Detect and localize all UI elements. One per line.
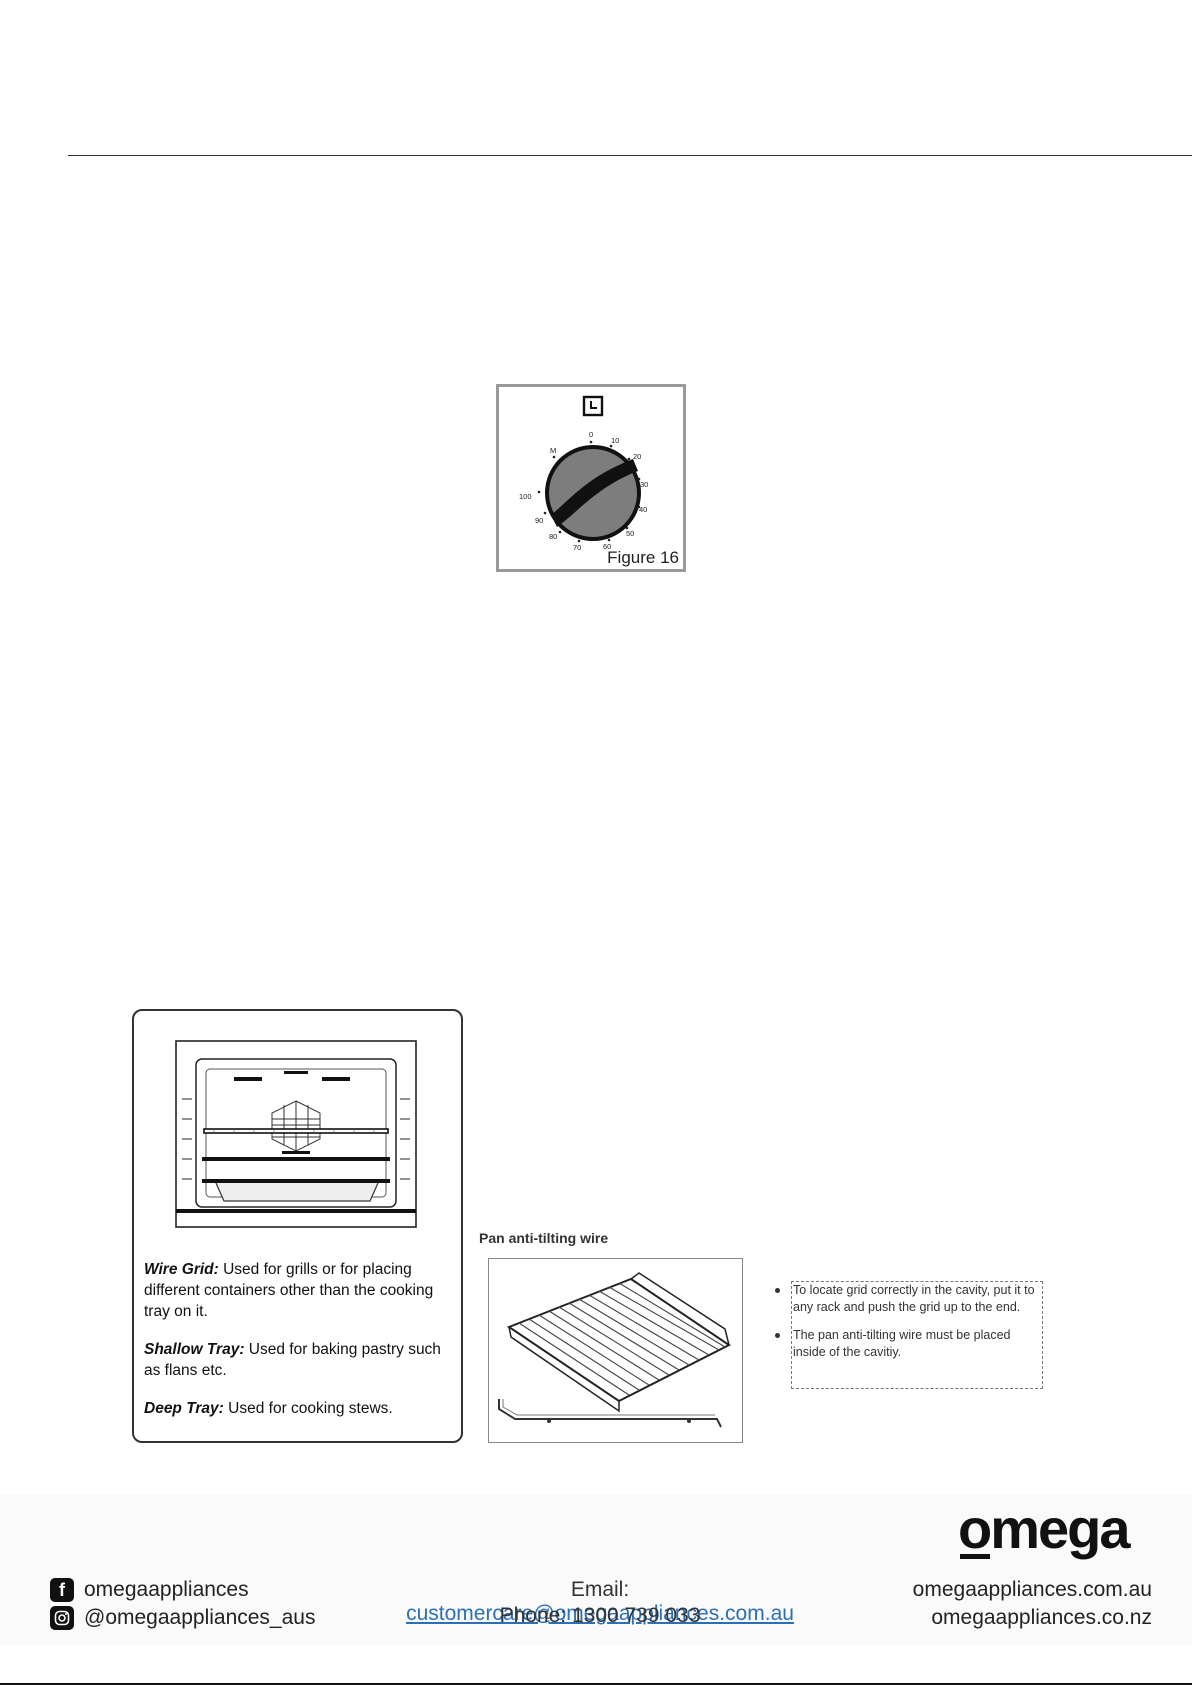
bullet-icon xyxy=(775,1333,780,1338)
timer-knob xyxy=(545,445,641,541)
facebook-icon: f xyxy=(50,1578,74,1602)
oven-cavity-drawing xyxy=(175,1040,417,1228)
instagram-handle: @omegaappliances_aus xyxy=(84,1606,316,1629)
wire-grid-term: Wire Grid: xyxy=(144,1261,219,1278)
shallow-tray-description: Shallow Tray: Used for baking pastry suc… xyxy=(144,1341,441,1379)
wire-grid-drawing xyxy=(498,1272,731,1428)
header-rule xyxy=(68,155,1192,156)
contact-email: Email: customercare@omegaappliances.com.… xyxy=(380,1578,820,1626)
timer-figure: 0 10 20 30 40 50 60 70 80 90 100 M Figur… xyxy=(496,384,686,572)
wire-grid-description: Wire Grid: Used for grills or for placin… xyxy=(144,1261,434,1320)
bottom-rule xyxy=(0,1683,1192,1685)
clock-icon xyxy=(582,395,604,417)
email-link[interactable]: customercare@omegaappliances.com.au xyxy=(406,1602,794,1625)
dial-label-70: 70 xyxy=(573,543,581,552)
website-au-link[interactable]: omegaappliances.com.au xyxy=(912,1578,1152,1601)
accessories-box: Wire Grid: Used for grills or for placin… xyxy=(132,1009,463,1443)
dial-label-40: 40 xyxy=(639,505,647,514)
dial-label-60: 60 xyxy=(603,542,611,551)
deep-tray-description: Deep Tray: Used for cooking stews. xyxy=(144,1400,393,1417)
accessories-description: Wire Grid: Used for grills or for placin… xyxy=(144,1259,456,1436)
note-item: To locate grid correctly in the cavity, … xyxy=(775,1282,1042,1315)
footer-band xyxy=(0,1495,1192,1645)
figure-caption: Figure 16 xyxy=(607,548,679,567)
facebook-handle: omegaappliances xyxy=(84,1578,249,1601)
dial-label-80: 80 xyxy=(549,532,557,541)
facebook-link[interactable]: f omegaappliances xyxy=(50,1578,249,1602)
omega-logo: omega xyxy=(958,1504,1133,1560)
timer-dial-drawing: 0 10 20 30 40 50 60 70 80 90 100 M xyxy=(519,395,648,552)
instagram-icon xyxy=(50,1606,74,1630)
deep-tray-term: Deep Tray: xyxy=(144,1400,224,1417)
dial-label-m: M xyxy=(550,446,556,455)
website-nz-link[interactable]: omegaappliances.co.nz xyxy=(931,1606,1152,1629)
dial-label-100: 100 xyxy=(519,492,532,501)
bullet-icon xyxy=(775,1288,780,1293)
note-item: The pan anti-tilting wire must be placed… xyxy=(775,1327,1042,1360)
pan-figure xyxy=(488,1258,743,1443)
svg-text:omega: omega xyxy=(958,1504,1131,1560)
instagram-link[interactable]: @omegaappliances_aus xyxy=(50,1606,315,1630)
pan-title: Pan anti-tilting wire xyxy=(479,1230,609,1246)
email-label: Email: xyxy=(570,1578,630,1601)
dial-label-0: 0 xyxy=(589,430,593,439)
dial-label-10: 10 xyxy=(611,436,619,445)
contact-phone: Phone: 1300 739 033 xyxy=(499,1604,701,1627)
dial-label-50: 50 xyxy=(626,529,634,538)
dial-label-90: 90 xyxy=(535,516,543,525)
dial-label-20: 20 xyxy=(633,452,641,461)
grid-notes: To locate grid correctly in the cavity, … xyxy=(775,1281,1043,1389)
shallow-tray-term: Shallow Tray: xyxy=(144,1341,245,1358)
dial-label-30: 30 xyxy=(640,480,648,489)
